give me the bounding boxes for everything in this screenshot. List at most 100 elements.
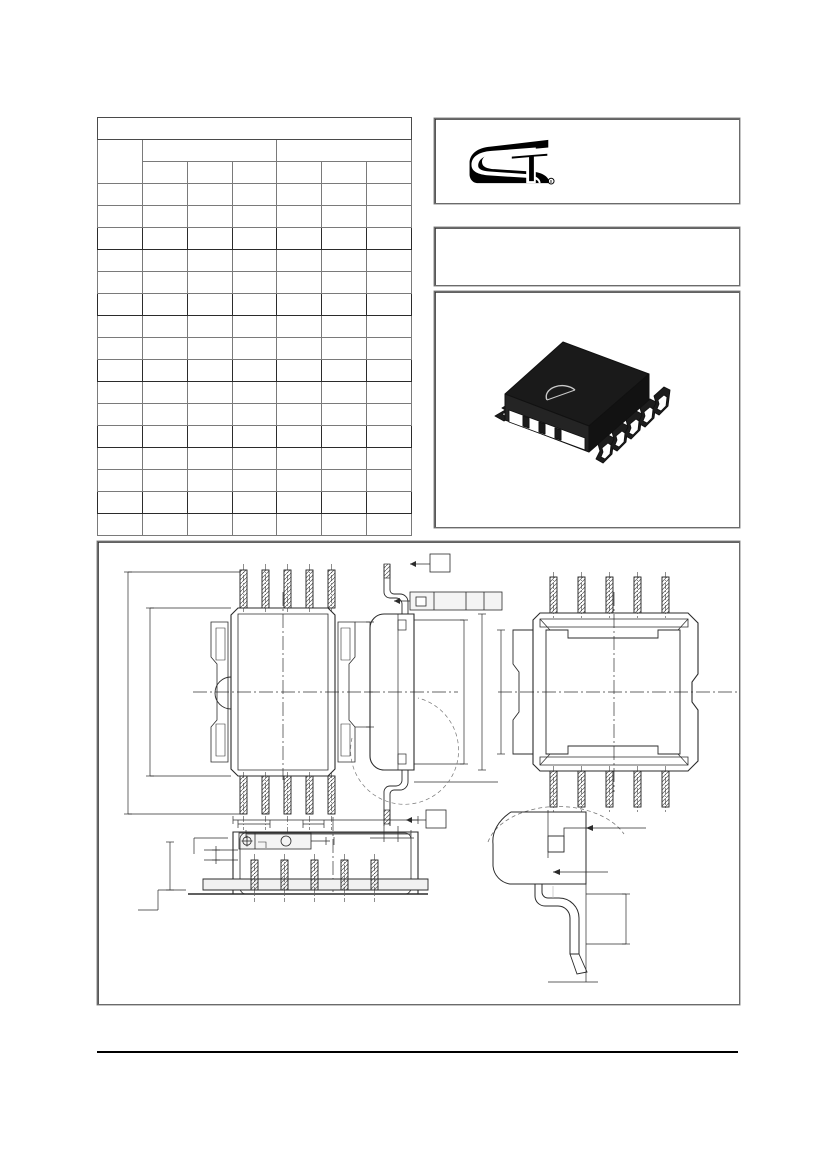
dimension-value-cell <box>186 513 233 536</box>
table-row <box>97 359 412 382</box>
dimension-value-cell <box>141 381 188 404</box>
callout-box-top <box>410 553 451 573</box>
dimension-value-cell <box>141 447 188 470</box>
dimension-symbol-cell <box>97 315 143 338</box>
dimension-value-cell <box>231 403 278 426</box>
dimension-value-cell <box>276 293 323 316</box>
dimension-value-cell <box>366 425 412 448</box>
dimension-value-cell <box>366 381 412 404</box>
dimension-symbol-cell <box>97 425 143 448</box>
dimension-symbol-cell <box>97 491 143 514</box>
dimension-value-cell <box>231 513 278 536</box>
dimension-symbol-cell <box>97 337 143 360</box>
table-row <box>97 183 412 206</box>
dimension-value-cell <box>186 381 233 404</box>
dimension-value-cell <box>186 315 233 338</box>
dimension-value-cell <box>276 205 323 228</box>
dimension-value-cell <box>366 469 412 492</box>
table-row <box>97 293 412 316</box>
dimension-value-cell <box>321 183 368 206</box>
dimension-value-cell <box>276 337 323 360</box>
dimension-value-cell <box>186 205 233 228</box>
dimension-value-cell <box>276 249 323 272</box>
front-view-group <box>138 816 429 911</box>
dimension-value-cell <box>141 425 188 448</box>
table-row <box>97 249 412 272</box>
table-row <box>97 227 412 250</box>
dimension-table-grid <box>97 117 412 536</box>
table-row <box>97 381 412 404</box>
dimension-value-cell <box>141 403 188 426</box>
table-row <box>97 513 412 536</box>
mechanical-drawing-panel <box>97 541 740 1005</box>
callout-frame <box>394 591 503 611</box>
dimension-value-cell <box>231 447 278 470</box>
dimension-value-cell <box>141 315 188 338</box>
dimension-value-cell <box>366 359 412 382</box>
dimension-symbol-cell <box>97 205 143 228</box>
dimension-value-cell <box>366 227 412 250</box>
dimension-value-cell <box>276 447 323 470</box>
top-view-group <box>124 564 374 850</box>
dimension-value-cell <box>321 205 368 228</box>
dimension-value-cell <box>321 469 368 492</box>
dimension-table-column-header <box>366 161 412 184</box>
dimension-value-cell <box>321 271 368 294</box>
dimension-value-cell <box>366 205 412 228</box>
dimension-value-cell <box>231 227 278 250</box>
dimension-value-cell <box>321 315 368 338</box>
dimension-value-cell <box>276 425 323 448</box>
dimension-value-cell <box>321 425 368 448</box>
table-row <box>97 403 412 426</box>
lead-detail-view-group <box>487 806 646 983</box>
dimension-value-cell <box>231 337 278 360</box>
dimension-value-cell <box>186 337 233 360</box>
dimension-table-group-header <box>276 139 412 162</box>
svg-text:R: R <box>550 180 553 184</box>
dimension-symbol-cell <box>97 293 143 316</box>
dimension-value-cell <box>366 403 412 426</box>
mechanical-drawing <box>124 553 738 983</box>
dimension-value-cell <box>231 425 278 448</box>
dimension-symbol-cell <box>97 513 143 536</box>
dimension-value-cell <box>231 469 278 492</box>
footer-rule <box>97 1051 738 1053</box>
dimension-value-cell <box>366 315 412 338</box>
dimension-value-cell <box>141 469 188 492</box>
logo-panel: R <box>434 118 740 204</box>
dimension-value-cell <box>231 249 278 272</box>
st-logo-icon: R <box>469 139 555 185</box>
dimension-value-cell <box>231 205 278 228</box>
dimension-table-column-header <box>276 161 323 184</box>
dimension-value-cell <box>231 359 278 382</box>
dimension-value-cell <box>231 315 278 338</box>
dimension-value-cell <box>321 513 368 536</box>
dimension-value-cell <box>321 403 368 426</box>
dimension-value-cell <box>366 337 412 360</box>
dimension-value-cell <box>231 293 278 316</box>
dimension-value-cell <box>186 403 233 426</box>
table-row <box>97 447 412 470</box>
dimension-symbol-cell <box>97 183 143 206</box>
dimension-value-cell <box>186 491 233 514</box>
dimension-value-cell <box>366 271 412 294</box>
dimension-value-cell <box>231 183 278 206</box>
dimension-value-cell <box>186 271 233 294</box>
package-photo-panel <box>434 291 740 528</box>
table-row <box>97 425 412 448</box>
dimension-table-column-header <box>231 161 278 184</box>
dimension-value-cell <box>186 425 233 448</box>
dimension-value-cell <box>366 513 412 536</box>
dimension-table-column-header <box>186 161 233 184</box>
dimension-value-cell <box>276 513 323 536</box>
gdt-frame <box>238 832 312 850</box>
dimension-value-cell <box>276 271 323 294</box>
dimension-value-cell <box>321 381 368 404</box>
bottom-view-group <box>497 572 738 812</box>
dimension-value-cell <box>141 491 188 514</box>
dimension-value-cell <box>321 491 368 514</box>
dimension-value-cell <box>276 227 323 250</box>
dimension-table-group-header <box>141 139 278 162</box>
dimension-value-cell <box>141 183 188 206</box>
